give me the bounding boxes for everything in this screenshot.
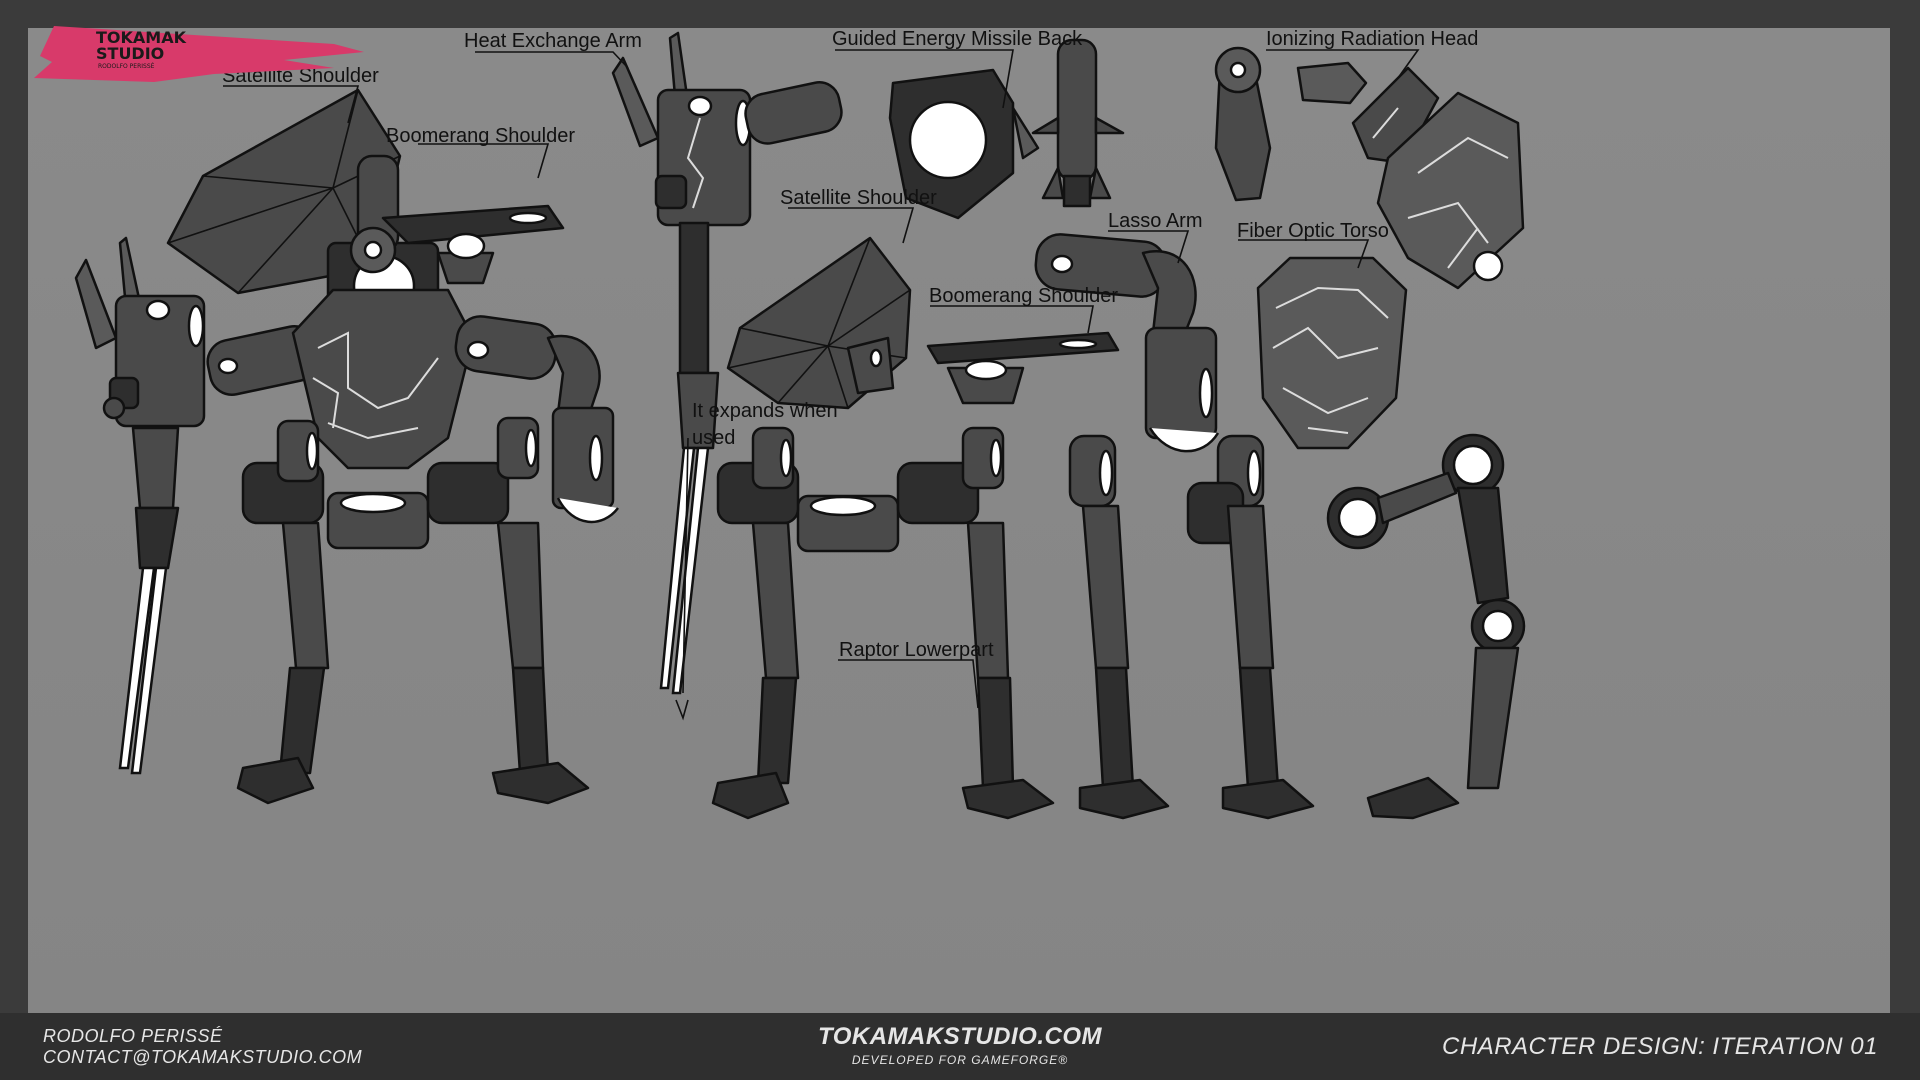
label-heat-exchange-arm: Heat Exchange Arm bbox=[464, 30, 642, 52]
concept-sheet: .m { fill:#4a4a4a; stroke:#111; stroke-w… bbox=[28, 28, 1890, 1013]
missile-back-drawing bbox=[888, 38, 1125, 220]
logo-wordmark: TOKAMAK STUDIO bbox=[96, 30, 186, 62]
label-boomerang-shoulder-left: Boomerang Shoulder bbox=[386, 125, 576, 147]
label-ionizing-radiation-head: Ionizing Radiation Head bbox=[1266, 28, 1479, 50]
label-guided-energy-missile-back: Guided Energy Missile Back bbox=[832, 28, 1083, 50]
note-expands-when-used: It expands when used bbox=[692, 400, 838, 449]
footer-title: CHARACTER DESIGN: ITERATION 01 bbox=[1442, 1033, 1878, 1060]
logo-subtitle: RODOLFO PERISSÉ bbox=[98, 63, 155, 70]
label-fiber-optic-torso: Fiber Optic Torso bbox=[1237, 220, 1389, 242]
raptor-lowerpart-drawing bbox=[711, 426, 1055, 820]
footer-developed-for: DEVELOPED FOR GAMEFORGE® bbox=[851, 1053, 1069, 1067]
footer-bar: RODOLFO PERISSÉ CONTACT@TOKAMAKSTUDIO.CO… bbox=[0, 1013, 1920, 1080]
robot-drawings: .m { fill:#4a4a4a; stroke:#111; stroke-w… bbox=[74, 31, 1526, 820]
footer-credits: RODOLFO PERISSÉ CONTACT@TOKAMAKSTUDIO.CO… bbox=[43, 1026, 362, 1068]
label-raptor-lowerpart: Raptor Lowerpart bbox=[839, 639, 994, 661]
satellite-shoulder-drawing bbox=[726, 236, 912, 410]
logo-line2: STUDIO bbox=[96, 44, 165, 63]
footer-site-block: TOKAMAKSTUDIO.COM DEVELOPED FOR GAMEFORG… bbox=[0, 1023, 1920, 1067]
radiation-head-drawing bbox=[1214, 46, 1525, 290]
label-boomerang-shoulder-center: Boomerang Shoulder bbox=[929, 285, 1119, 307]
studio-logo-icon bbox=[34, 26, 364, 82]
footer-site-link[interactable]: TOKAMAKSTUDIO.COM bbox=[817, 1023, 1103, 1050]
assembled-robot bbox=[74, 88, 619, 805]
label-lasso-arm: Lasso Arm bbox=[1108, 210, 1203, 232]
side-legs-drawing bbox=[1068, 433, 1526, 820]
heat-exchange-arm-drawing bbox=[611, 31, 843, 721]
footer-author: RODOLFO PERISSÉ bbox=[43, 1026, 223, 1046]
label-satellite-shoulder-center: Satellite Shoulder bbox=[780, 187, 937, 209]
logo-line1: TOKAMAK bbox=[96, 28, 186, 47]
footer-contact[interactable]: CONTACT@TOKAMAKSTUDIO.COM bbox=[43, 1047, 363, 1067]
fiber-optic-torso-drawing bbox=[1256, 256, 1408, 450]
boomerang-shoulder-drawing bbox=[926, 331, 1120, 405]
callout-lines bbox=[223, 49, 1420, 709]
lasso-arm-drawing bbox=[1034, 233, 1220, 453]
